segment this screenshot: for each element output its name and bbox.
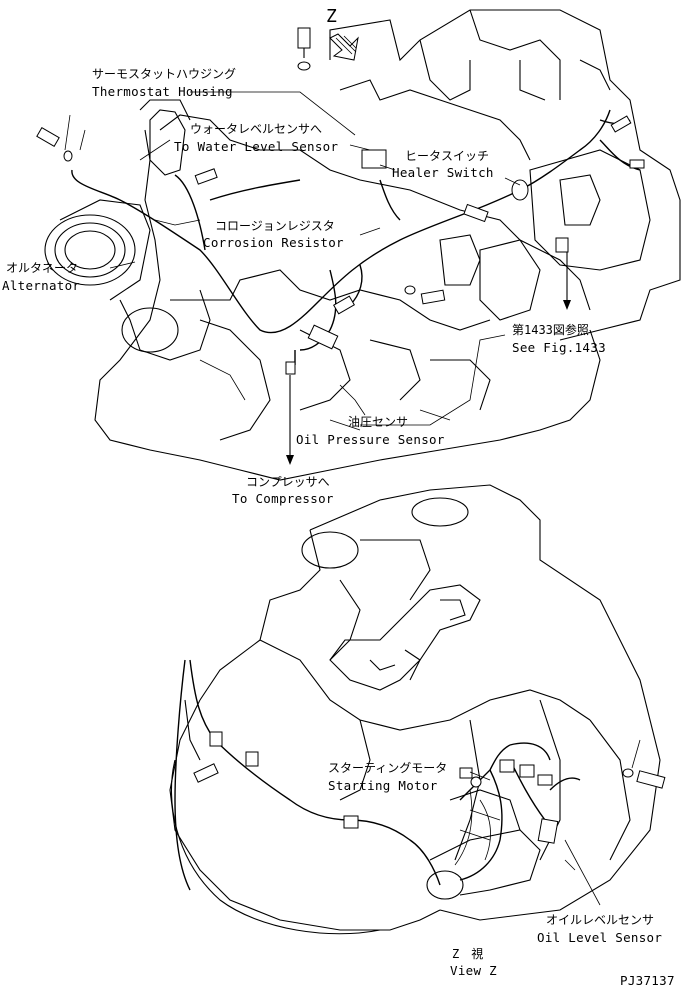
engine-block-view-z — [169, 484, 661, 935]
thermostat-housing-label-en: Thermostat Housing — [92, 84, 233, 99]
wiring-harness-view-z — [174, 659, 581, 891]
oil-level-sensor-label-jp: オイルレベルセンサ — [546, 913, 654, 927]
heater-switch-label-jp: ヒータスイッチ — [405, 149, 489, 163]
oil-pressure-sensor-label-jp: 油圧センサ — [348, 415, 408, 429]
wiring-harness-top — [71, 109, 641, 365]
view-z-arrow: Z — [326, 6, 359, 61]
corrosion-resistor-label-jp: コロージョンレジスタ — [215, 219, 335, 233]
labels-top: サーモスタットハウジング Thermostat Housing ウォータレベルセ… — [2, 67, 606, 506]
water-level-sensor-label-en: To Water Level Sensor — [174, 139, 339, 154]
view-z-label-jp: Z 視 — [452, 946, 483, 961]
view-z-label-en: View Z — [450, 963, 497, 978]
fasteners-top — [36, 27, 645, 375]
see-fig-label-en: See Fig.1433 — [512, 340, 606, 355]
starting-motor-label-jp: スターティングモータ — [328, 761, 447, 775]
water-level-sensor-label-jp: ウォータレベルセンサへ — [190, 122, 322, 136]
oil-pressure-sensor-label-en: Oil Pressure Sensor — [296, 432, 445, 447]
compressor-label-jp: コンプレッサへ — [246, 475, 330, 489]
leader-lines-top — [64, 91, 571, 465]
starting-motor-label-en: Starting Motor — [328, 778, 438, 793]
labels-view-z: スターティングモータ Starting Motor オイルレベルセンサ Oil … — [328, 761, 675, 988]
alternator-label-en: Alternator — [2, 278, 80, 293]
leader-lines-view-z — [469, 739, 641, 906]
fasteners-view-z — [193, 731, 666, 844]
drawing-number: PJ37137 — [620, 973, 675, 988]
oil-level-sensor-label-en: Oil Level Sensor — [537, 930, 662, 945]
view-marker-z: Z — [326, 6, 337, 27]
thermostat-housing-label-jp: サーモスタットハウジング — [92, 67, 236, 81]
see-fig-label-jp: 第1433図参照 — [512, 322, 589, 337]
compressor-label-en: To Compressor — [232, 491, 334, 506]
alternator-label-jp: オルタネータ — [6, 261, 78, 275]
corrosion-resistor-label-en: Corrosion Resistor — [203, 235, 344, 250]
heater-switch-label-en: Healer Switch — [392, 165, 494, 180]
